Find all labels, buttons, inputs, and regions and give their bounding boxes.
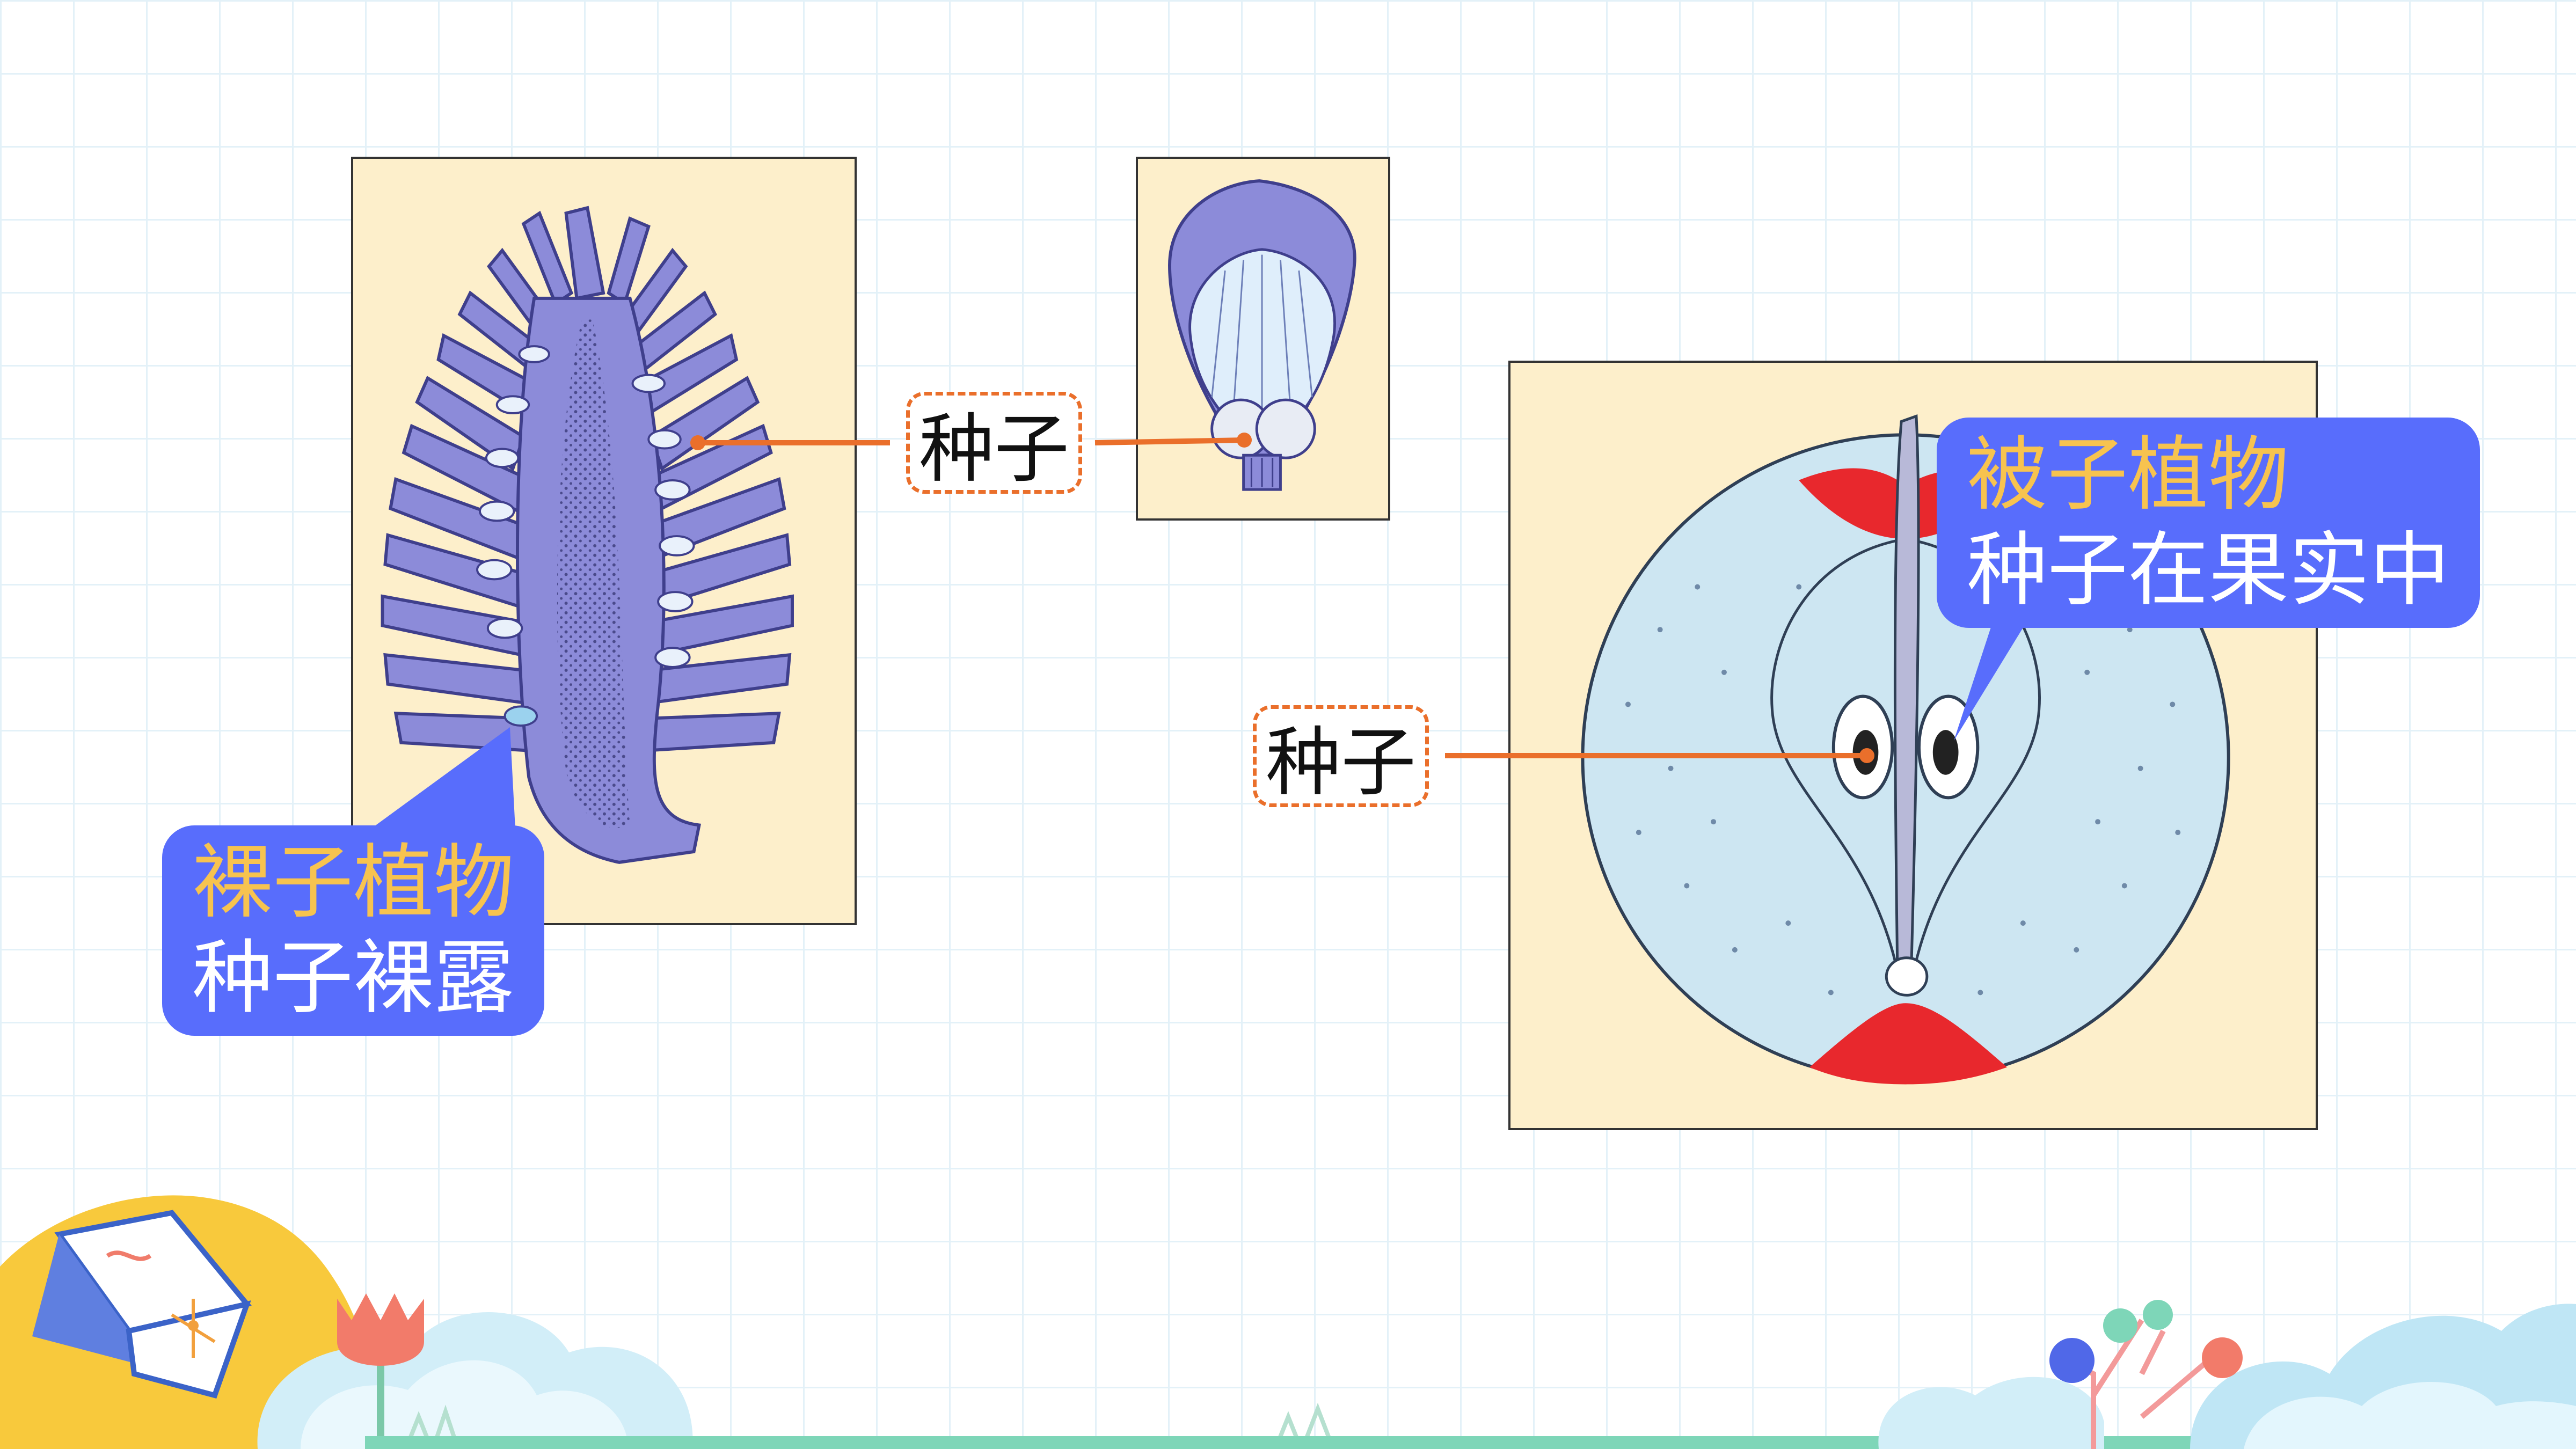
pine-cone-panel: [351, 157, 857, 925]
pine-cone-illustration: [381, 206, 794, 864]
tree-icon: [2049, 1300, 2243, 1449]
book-icon: [32, 1210, 252, 1399]
angiosperm-title: 被子植物: [1967, 428, 2289, 522]
seed-label-cone-text: 种子: [918, 406, 1069, 493]
seed-label-apple: 种子: [1253, 705, 1429, 807]
tulip-icon: [337, 1293, 424, 1444]
seed-label-apple-text: 种子: [1265, 719, 1416, 807]
gymnosperm-description: 种子裸露: [192, 932, 515, 1025]
cone-scale-illustration: [1168, 179, 1356, 491]
angiosperm-callout: 被子植物 种子在果实中: [1937, 418, 2480, 628]
seed-label-cone: 种子: [906, 392, 1082, 494]
gymnosperm-title: 裸子植物: [192, 836, 515, 930]
angiosperm-description: 种子在果实中: [1967, 524, 2450, 617]
gymnosperm-callout: 裸子植物 种子裸露: [162, 825, 545, 1036]
cone-scale-panel: [1136, 157, 1390, 521]
